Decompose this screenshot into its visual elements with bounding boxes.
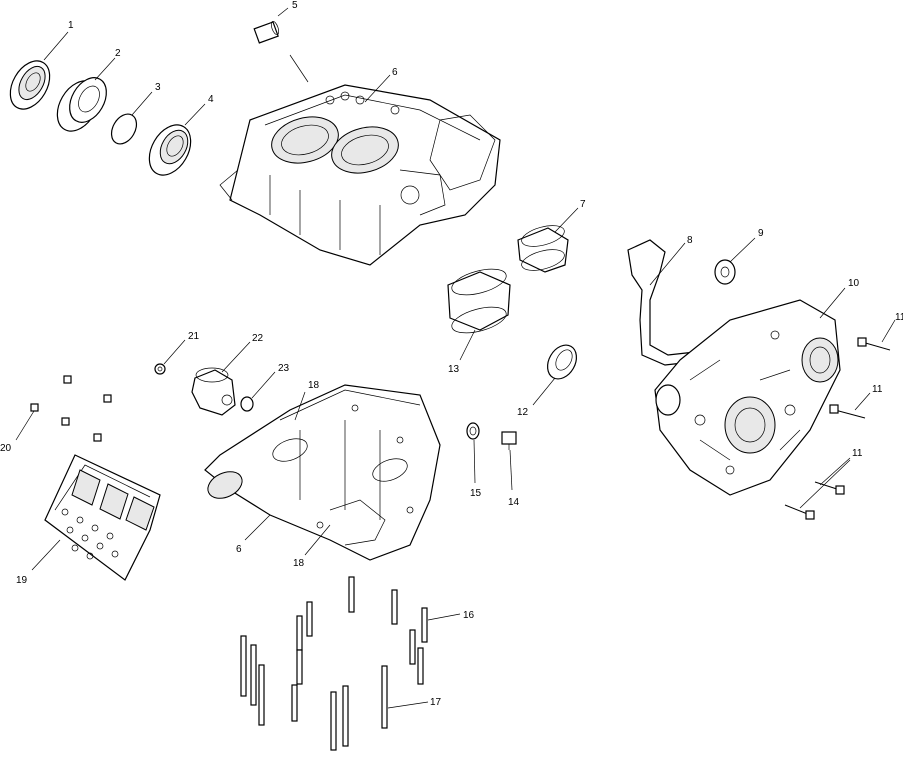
part-dowel-5 [253, 20, 280, 44]
part-washer-9 [714, 259, 736, 285]
leader-line-5a [277, 7, 289, 17]
callout-13: 13 [448, 364, 460, 375]
part-plug-14 [501, 431, 517, 450]
part-studs-17 [240, 635, 424, 751]
callout-4: 4 [208, 94, 214, 105]
leader-line-16 [427, 613, 461, 621]
leader-line-1 [43, 31, 69, 61]
leader-line-19 [31, 539, 61, 571]
part-seal-1 [9, 60, 51, 110]
leader-line-18b [304, 524, 331, 556]
callout-19: 19 [16, 575, 28, 586]
callout-16: 16 [463, 610, 475, 621]
leader-line-4 [184, 103, 206, 126]
leader-line-6b [244, 514, 271, 541]
part-studs-16 [296, 576, 428, 685]
leader-line-3 [131, 91, 153, 116]
leader-line-5b [289, 54, 309, 83]
leader-line-22 [221, 341, 251, 373]
callout-20: 20 [0, 443, 12, 454]
callout-11b: 11 [872, 384, 883, 395]
leader-line-23 [251, 371, 276, 399]
callout-11c: 11 [852, 448, 863, 459]
leader-line-13 [459, 329, 476, 361]
part-bearing-shell-13 [447, 268, 511, 334]
leader-line-10 [819, 287, 846, 319]
callout-6a: 6 [392, 67, 398, 78]
callout-3: 3 [155, 82, 161, 93]
callout-14: 14 [508, 497, 520, 508]
callout-17: 17 [430, 697, 442, 708]
callout-1: 1 [68, 20, 74, 31]
part-bolt-11b [829, 404, 866, 419]
leader-line-21 [163, 339, 186, 365]
leader-line-20 [15, 410, 35, 441]
callout-5: 5 [292, 0, 298, 11]
part-bearing-shell-7 [517, 225, 569, 273]
leader-line-8 [649, 242, 686, 286]
callout-7: 7 [580, 199, 586, 210]
leader-line-18a [294, 391, 306, 421]
callout-9: 9 [758, 228, 764, 239]
callout-8: 8 [687, 235, 693, 246]
leader-line-11d [799, 459, 851, 509]
part-bolt-11c [784, 481, 845, 520]
callout-2: 2 [115, 48, 121, 59]
leader-line-12 [532, 377, 556, 406]
leader-line-6a [364, 74, 391, 103]
part-bolt-11a [857, 337, 891, 351]
callout-18a: 18 [308, 380, 320, 391]
callout-22: 22 [252, 333, 264, 344]
callout-15: 15 [470, 488, 482, 499]
callout-10: 10 [848, 278, 860, 289]
callout-21: 21 [188, 331, 200, 342]
part-seal-12 [546, 344, 578, 380]
part-ring-3 [110, 113, 138, 145]
part-bearing-2 [56, 77, 107, 132]
part-crankcase-lower-6 [204, 384, 441, 561]
part-oring-15 [466, 422, 480, 440]
part-screws-20 [30, 375, 112, 442]
leader-line-17 [387, 701, 429, 709]
part-seal-4 [148, 124, 192, 176]
leader-line-9 [729, 237, 756, 263]
part-housing-22 [191, 367, 236, 416]
leader-line-15 [473, 439, 476, 484]
leader-line-11a [881, 319, 896, 343]
callout-11a: 11 [895, 312, 903, 323]
part-oring-23 [240, 396, 254, 412]
part-gasket-8 [627, 239, 706, 366]
callout-23: 23 [278, 363, 290, 374]
part-crankcase-upper-6 [219, 84, 501, 266]
leader-line-11c [819, 457, 851, 486]
leader-line-7 [554, 207, 579, 233]
callout-18b: 18 [293, 558, 305, 569]
leader-line-11b [854, 392, 871, 411]
part-side-cover-10 [654, 299, 841, 496]
part-shield-19 [44, 454, 161, 581]
leader-line-14 [509, 449, 513, 491]
part-nut-21 [154, 363, 166, 375]
callout-6b: 6 [236, 544, 242, 555]
leader-line-2 [94, 57, 116, 81]
callout-12: 12 [517, 407, 529, 418]
